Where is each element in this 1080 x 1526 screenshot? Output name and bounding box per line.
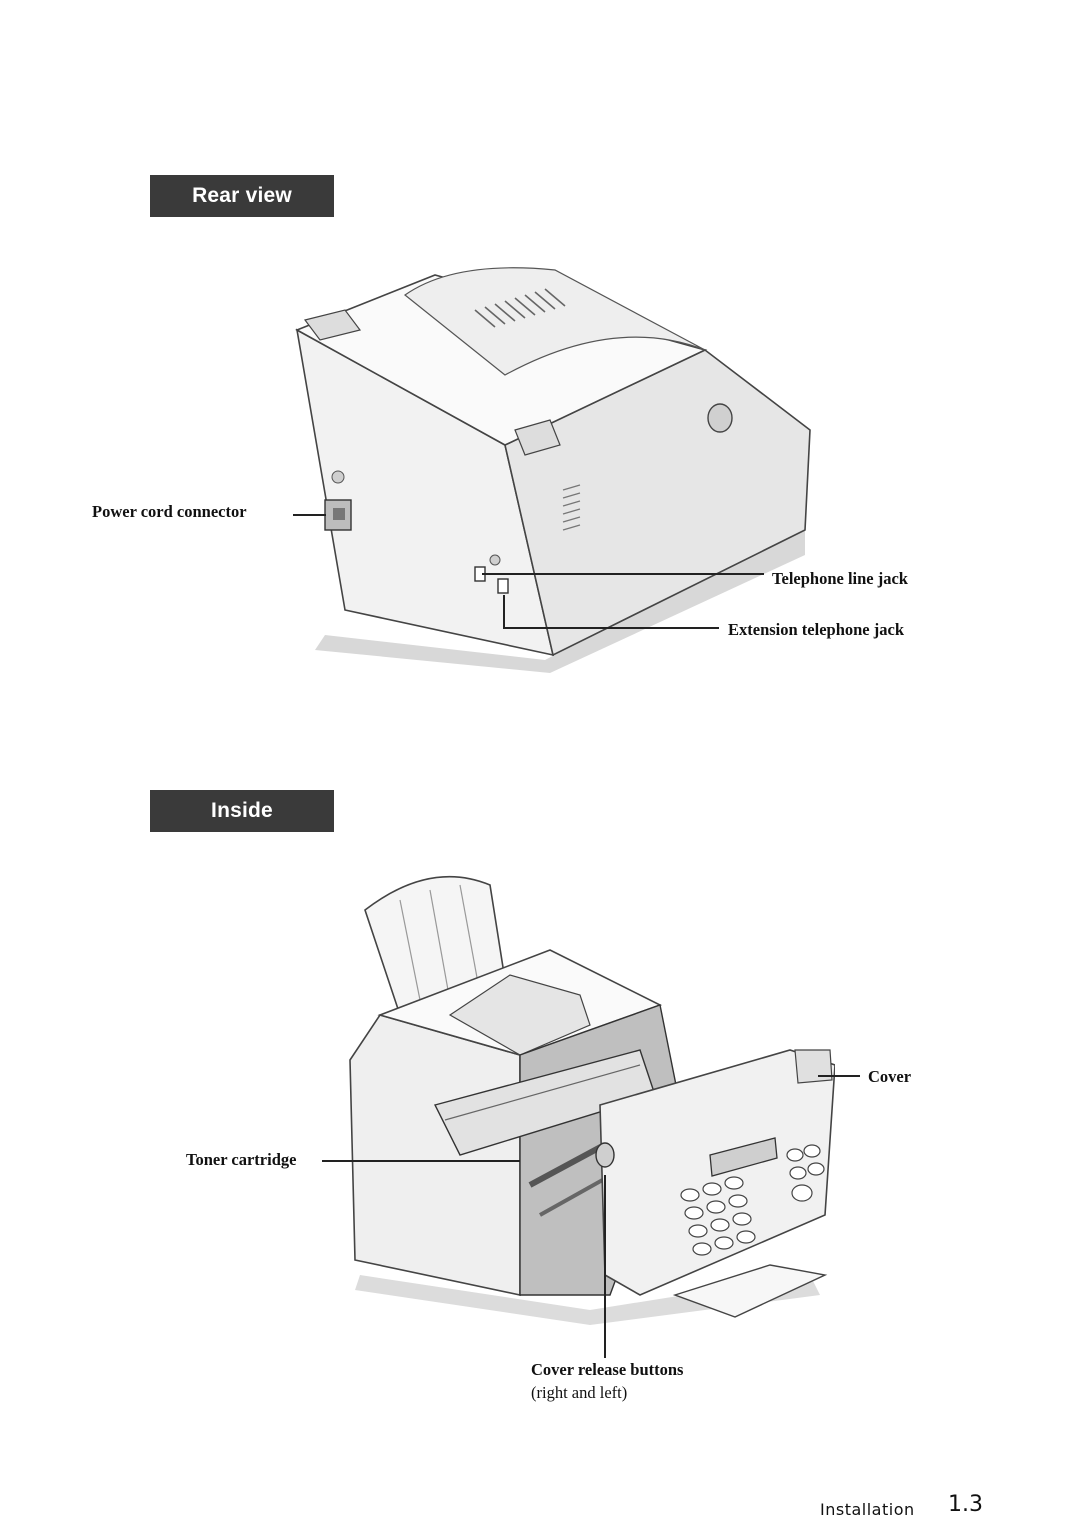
section-heading-rear-view: Rear view: [150, 175, 334, 217]
telephone-line-leader: [482, 573, 764, 575]
power-cord-leader: [293, 514, 326, 516]
toner-cartridge-label: Toner cartridge: [186, 1150, 297, 1169]
section-heading-rear-view-text: Rear view: [192, 184, 292, 207]
cover-release-leader: [604, 1175, 606, 1358]
cover-leader: [818, 1075, 860, 1077]
extension-telephone-jack-label: Extension telephone jack: [728, 620, 905, 639]
rear-view-printer-illustration: [295, 267, 811, 673]
cover-release-buttons-label: Cover release buttons: [531, 1360, 684, 1379]
footer-chapter-title: Installation: [820, 1500, 915, 1519]
cover-release-note: (right and left): [531, 1383, 628, 1402]
extension-jack-leader-vertical: [503, 595, 505, 628]
power-cord-connector-label: Power cord connector: [92, 502, 247, 521]
toner-cartridge-leader: [322, 1160, 520, 1162]
section-heading-inside: Inside: [150, 790, 334, 832]
footer-page-number: 1.3: [948, 1492, 983, 1517]
inside-printer-illustration: [349, 875, 835, 1325]
cover-release-note-text: right and left: [536, 1383, 622, 1402]
extension-jack-leader-horizontal: [503, 627, 719, 629]
cover-label: Cover: [868, 1067, 912, 1086]
telephone-line-jack-label: Telephone line jack: [772, 569, 908, 588]
section-heading-inside-text: Inside: [211, 799, 273, 822]
